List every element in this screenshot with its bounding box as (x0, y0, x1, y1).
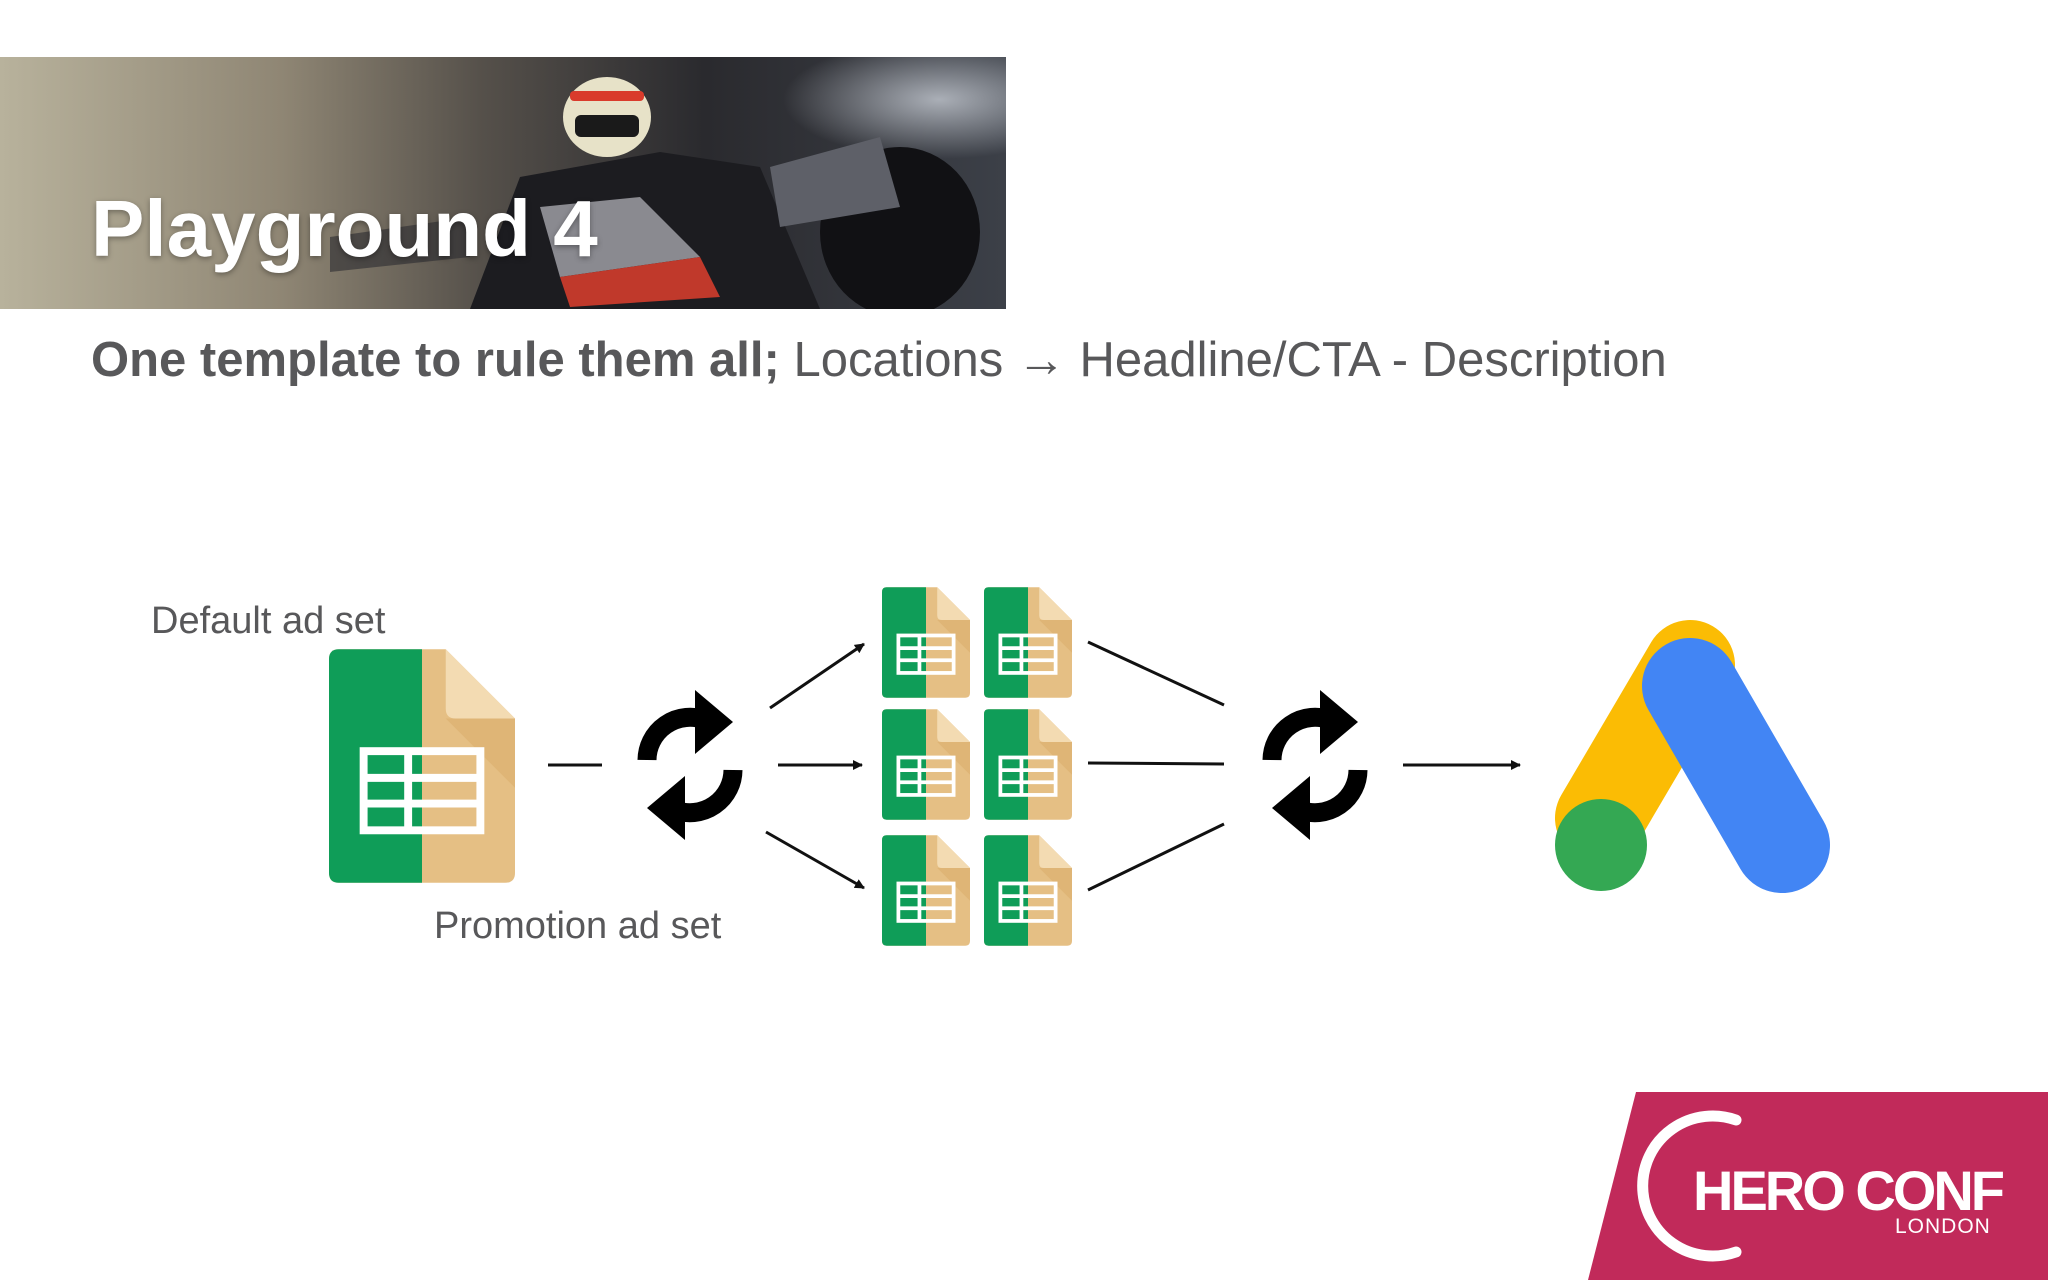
arrow-to-bottom-sheets (765, 830, 865, 890)
spreadsheet-icon (984, 709, 1072, 820)
title-banner: Playground 4 (0, 57, 1006, 309)
spreadsheet-icon (882, 587, 970, 698)
spreadsheet-icon (329, 649, 515, 882)
logo-city: LONDON (1895, 1215, 1991, 1238)
logo-name: HERO CONF (1693, 1159, 2005, 1222)
spreadsheet-icon (984, 587, 1072, 698)
converge-line-top (1087, 640, 1225, 707)
default-ad-set-label: Default ad set (151, 600, 386, 642)
race-car-banner-image (0, 57, 1006, 309)
spreadsheet-icon (882, 709, 970, 820)
google-ads-logo-icon (1555, 620, 1830, 893)
slide-subtitle: One template to rule them all; Locations… (91, 333, 1667, 388)
spreadsheet-icon (882, 835, 970, 946)
slide-title: Playground 4 (91, 184, 598, 273)
sync-icon (1272, 690, 1358, 840)
subtitle-emphasis: One template to rule them all; (91, 333, 780, 387)
arrow-to-top-sheets (769, 642, 865, 710)
hero-conf-logo (1588, 1092, 2048, 1280)
subtitle-flow: Locations → Headline/CTA - Description (793, 333, 1667, 387)
promotion-ad-set-label: Promotion ad set (434, 905, 722, 947)
converge-line-bottom (1087, 822, 1225, 892)
spreadsheet-icon (984, 835, 1072, 946)
converge-line-middle (1087, 761, 1225, 766)
sync-icon (647, 690, 733, 840)
